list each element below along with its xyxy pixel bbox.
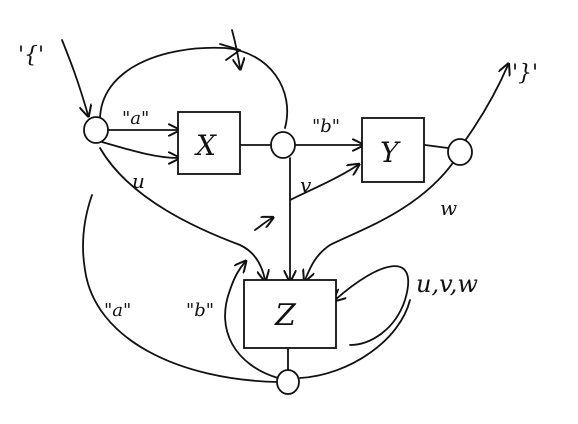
edge-left-to-z <box>99 147 265 280</box>
label-close-brace: '}' <box>512 61 538 86</box>
box-y <box>361 117 425 183</box>
label-uvw: u,v,w <box>416 270 478 298</box>
label-b-left: "b" <box>186 300 214 321</box>
edge-z-diag <box>254 218 272 231</box>
label-open-brace: '{' <box>18 43 44 68</box>
edge-close-brace-out <box>461 65 508 146</box>
box-z-label: Z <box>274 298 297 333</box>
edge-top-incoming <box>231 29 240 68</box>
edge-bottom-to-z-b <box>224 262 279 379</box>
label-w: w <box>440 196 457 220</box>
box-y-label: Y <box>380 136 401 169</box>
edge-y-to-right <box>424 144 449 149</box>
box-x-label: X <box>194 129 217 162</box>
label-a-top: "a" <box>122 108 149 129</box>
box-z <box>243 279 337 349</box>
edge-z-loop <box>335 265 410 346</box>
edge-bottom-to-left <box>82 194 279 383</box>
label-u: u <box>132 169 145 193</box>
edge-top-loop <box>99 46 289 129</box>
edge-left-to-x-u <box>101 141 178 158</box>
edge-mid-to-y-v <box>289 165 358 201</box>
label-b-top: "b" <box>312 116 340 137</box>
edge-top-loop-arrow <box>219 43 241 61</box>
node-middle <box>270 131 296 159</box>
node-bottom <box>276 369 300 395</box>
label-a-left: "a" <box>104 300 131 321</box>
edge-bottom-right <box>299 299 411 379</box>
node-left <box>83 116 109 144</box>
edge-open-brace-in <box>61 39 88 115</box>
box-x <box>177 111 241 175</box>
label-v: v <box>300 173 312 197</box>
edge-right-to-z <box>305 159 456 280</box>
node-right <box>447 138 473 166</box>
